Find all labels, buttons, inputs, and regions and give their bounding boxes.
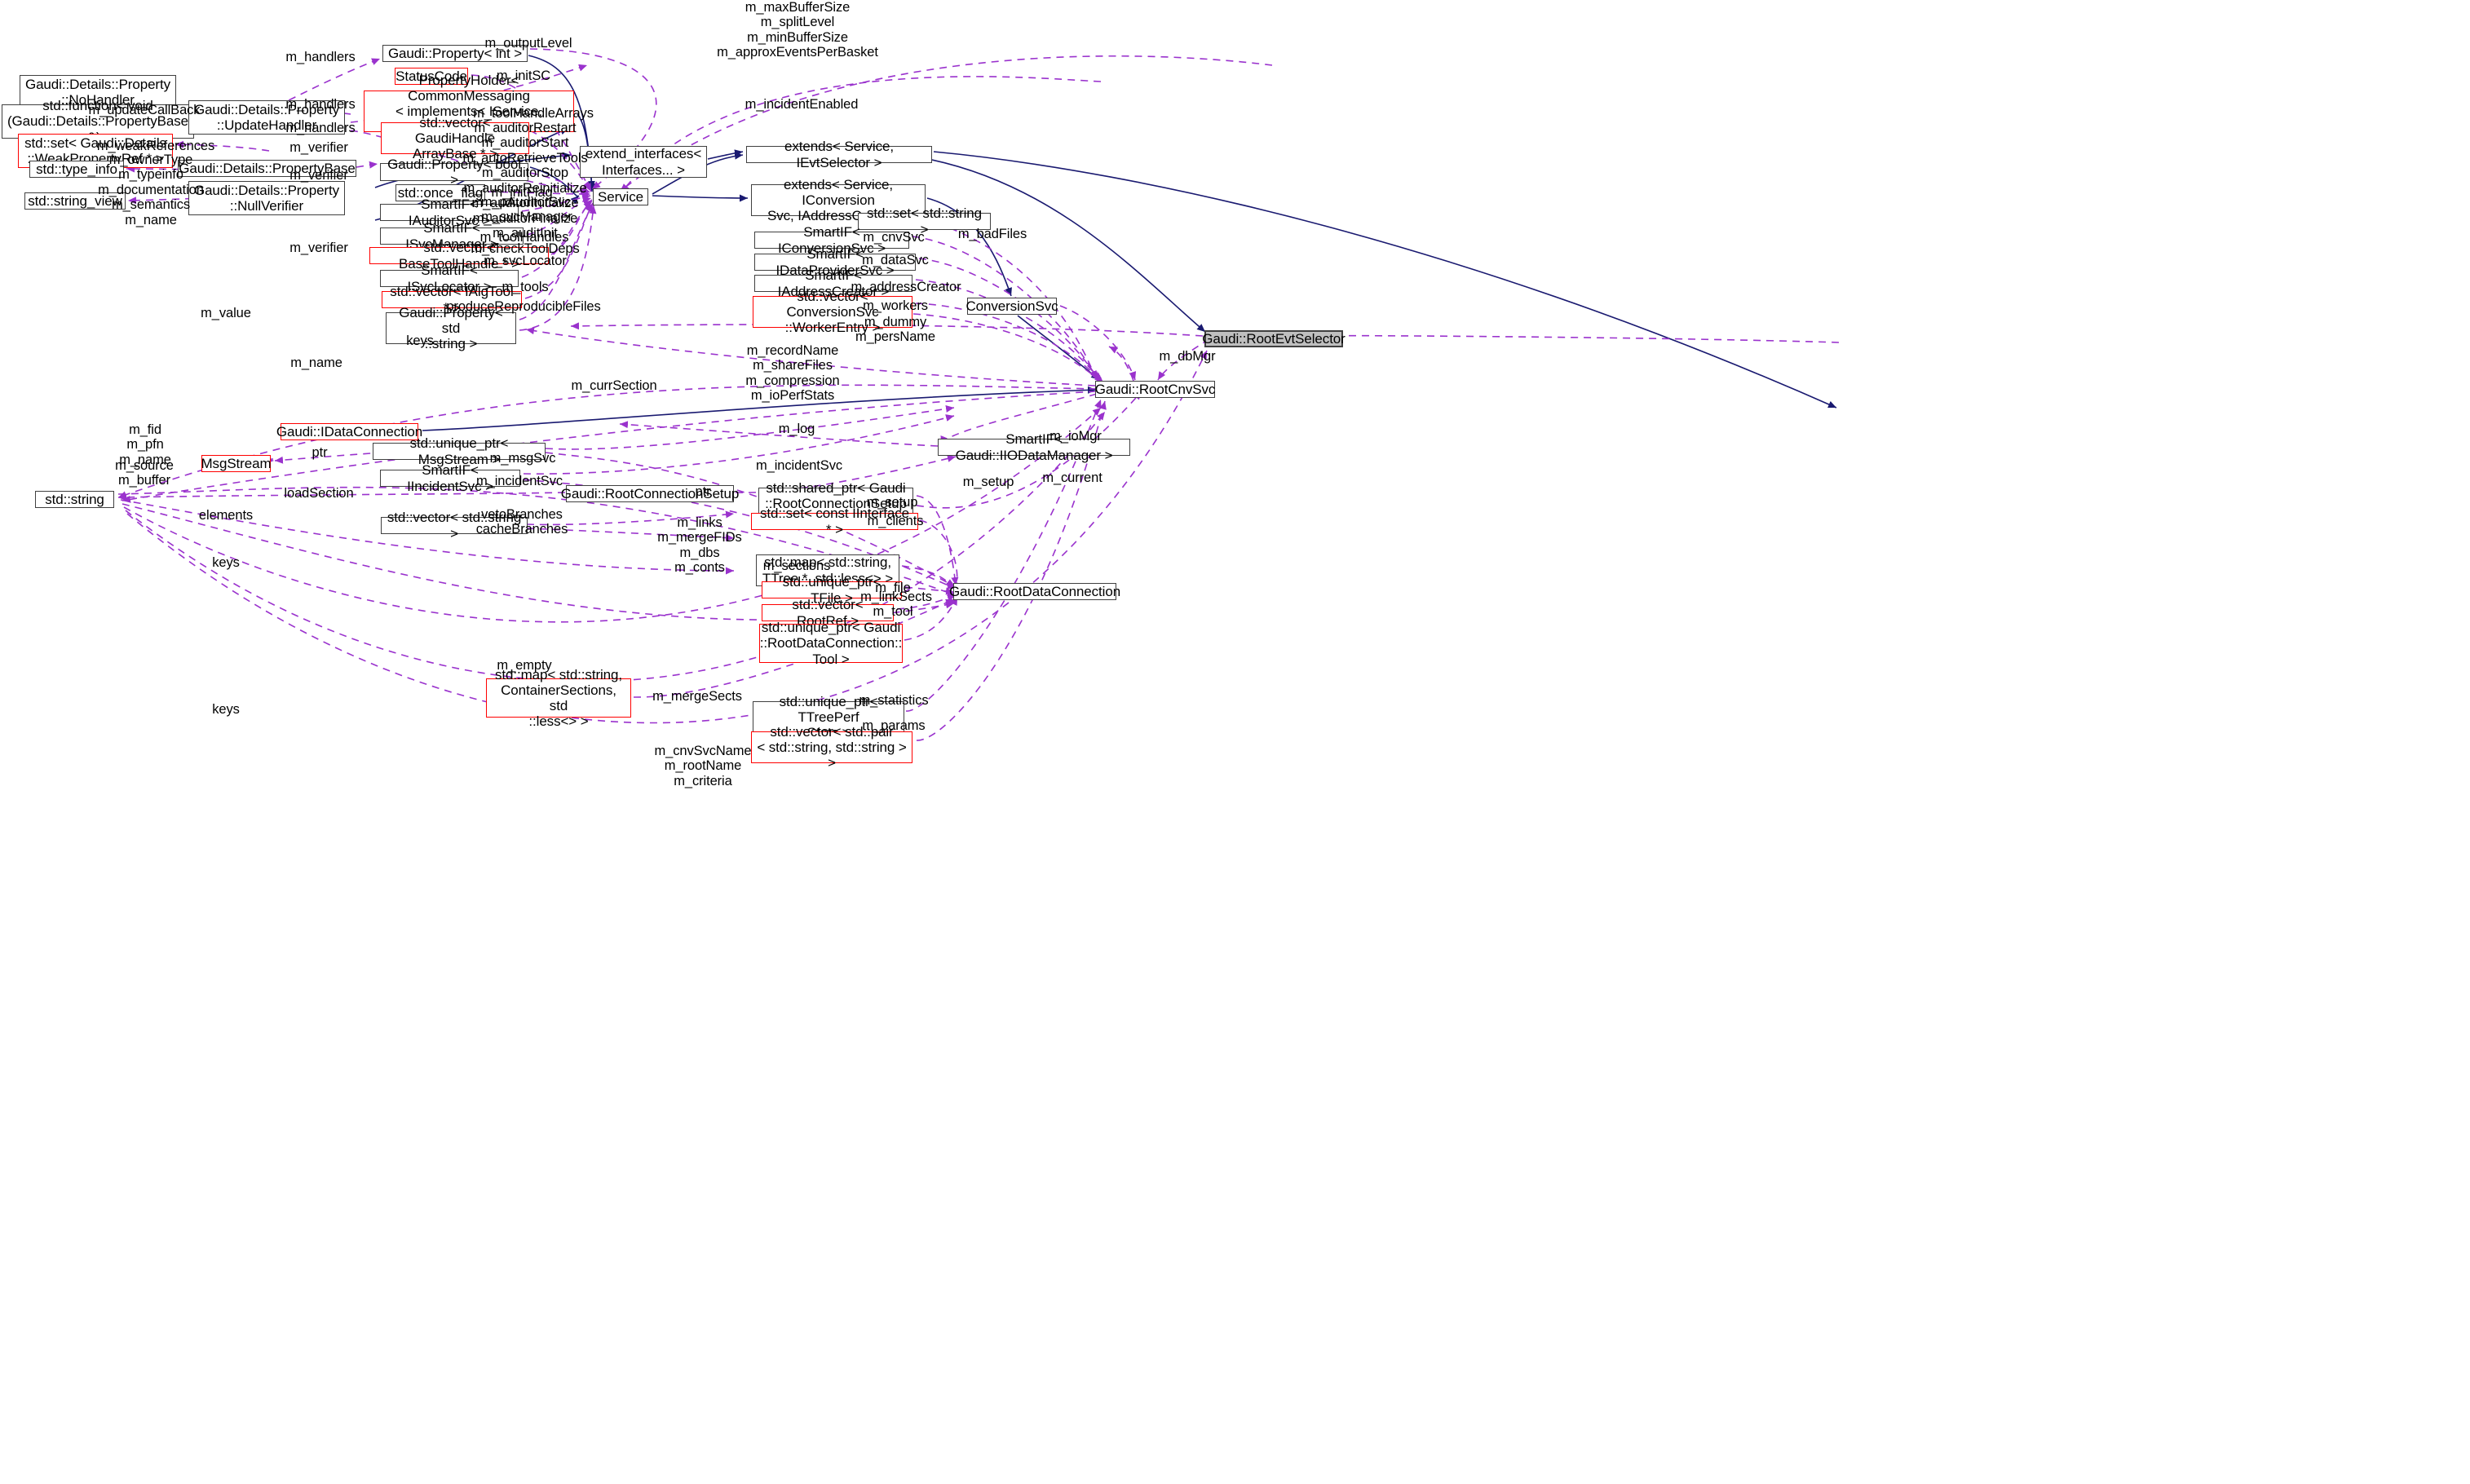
edge-label-sections: m_sections bbox=[762, 559, 831, 573]
edge-label-currsection: m_currSection bbox=[571, 378, 657, 393]
edge-label-addresscreator: m_addressCreator bbox=[851, 280, 961, 294]
edge-label-producerepro: produceReproducibleFiles bbox=[446, 299, 601, 314]
edge-label-msgsvc: m_msgSvc bbox=[489, 451, 556, 466]
class-node-vecialgtool[interactable]: std::vector< IAlgTool * > bbox=[382, 284, 522, 316]
edge-label-ownertype: m_ownerType m_typeinfo m_documentation m… bbox=[98, 152, 204, 227]
edge-label-auditorlist: m_auditorRestart m_auditorStart m_autoRe… bbox=[462, 121, 588, 256]
edge-label-dbmgr: m_dbMgr bbox=[1159, 349, 1216, 364]
edge-label-workers: m_workers bbox=[863, 298, 928, 313]
class-node-propint[interactable]: Gaudi::Property< int > bbox=[382, 45, 528, 62]
class-node-mapcontainer[interactable]: std::map< std::string, ContainerSections… bbox=[486, 667, 631, 729]
edge-label-elements: elements bbox=[198, 508, 254, 523]
edge-label-value: m_value bbox=[201, 306, 251, 320]
class-node-onceflag[interactable]: std::once_flag bbox=[395, 184, 485, 201]
class-node-statuscode[interactable]: StatusCode bbox=[395, 68, 468, 85]
edge-label-toolhandlearrays: m_toolHandleArrays bbox=[473, 106, 594, 121]
edge-label-setup1: m_setup bbox=[866, 495, 918, 510]
class-node-vecworkerentry[interactable]: std::vector< ConversionSvc ::WorkerEntry… bbox=[753, 289, 912, 335]
edge-label-log: m_log bbox=[778, 422, 815, 436]
edge-label-verifier2: m_verifier bbox=[289, 168, 348, 183]
class-node-service[interactable]: Service bbox=[593, 188, 648, 205]
edge-label-linksects: m_linkSects bbox=[860, 590, 932, 604]
edge-label-verifier1: m_verifier bbox=[289, 140, 348, 155]
edge-label-verifier3: m_verifier bbox=[289, 241, 348, 255]
edge-label-ptr1: ptr bbox=[312, 445, 328, 460]
edge-label-svcmanager: m_svcManager bbox=[481, 210, 572, 224]
class-node-nohandler[interactable]: Gaudi::Details::Property ::NoHandler bbox=[20, 75, 176, 109]
edge-label-mergesects: m_mergeSects bbox=[652, 689, 742, 704]
class-node-rootconnsetup[interactable]: Gaudi::RootConnectionSetup bbox=[560, 485, 740, 502]
class-node-uniqueptrtfile[interactable]: std::unique_ptr< TFile > bbox=[762, 574, 902, 606]
edge-label-fidpfn: m_fid m_pfn m_name bbox=[119, 422, 171, 467]
edge-label-loadsection: loadSection bbox=[284, 486, 354, 501]
edge-label-pauditorsvc: m_pAuditorSvc bbox=[480, 195, 572, 210]
edge-label-initflag: m_initFlag bbox=[491, 185, 553, 200]
class-node-setweakprop[interactable]: std::set< Gaudi::Details ::WeakPropertyR… bbox=[18, 134, 173, 168]
edge-label-keys1: keys bbox=[406, 333, 434, 348]
class-node-msgstream[interactable]: MsgStream bbox=[201, 455, 272, 472]
edge-label-initsc: m_initSC bbox=[496, 68, 551, 83]
edge-label-links: m_links m_mergeFIDs m_dbs m_conts bbox=[657, 515, 742, 576]
edge-label-empty: m_empty bbox=[497, 658, 552, 673]
class-node-vecpairstring[interactable]: std::vector< std::pair < std::string, st… bbox=[751, 724, 912, 771]
class-node-extendinterfaces[interactable]: extend_interfaces< Interfaces... > bbox=[580, 146, 707, 178]
edge-label-badfiles: m_badFiles bbox=[957, 227, 1027, 241]
class-node-stringview[interactable]: std::string_view bbox=[24, 192, 126, 210]
edge-label-tools: m_tools bbox=[502, 280, 549, 294]
edge-label-vetobranches: vetoBranches cacheBranches bbox=[475, 507, 568, 537]
edge-label-current: m_current bbox=[1042, 470, 1102, 485]
class-node-setstdstring[interactable]: std::set< std::string > bbox=[858, 205, 991, 237]
class-node-nullverifier[interactable]: Gaudi::Details::Property ::NullVerifier bbox=[188, 181, 345, 215]
edge-label-name: m_name bbox=[290, 356, 342, 370]
edge-label-datasvc: m_dataSvc bbox=[862, 253, 929, 267]
class-node-extendsevtsel[interactable]: extends< Service, IEvtSelector > bbox=[746, 139, 932, 170]
edge-label-file: m_file bbox=[875, 581, 911, 595]
edge-label-clients: m_clients bbox=[867, 514, 924, 528]
edge-label-incidentsvc2: m_incidentSvc bbox=[476, 474, 563, 488]
edge-label-weakreferences: m_weakReferences bbox=[96, 139, 215, 153]
edge-label-tool: m_tool bbox=[873, 604, 913, 619]
class-node-rootcnvsvc[interactable]: Gaudi::RootCnvSvc bbox=[1094, 381, 1216, 398]
edge-label-svclocator: m_svcLocator bbox=[484, 254, 567, 268]
class-node-stdstring[interactable]: std::string bbox=[35, 491, 114, 508]
class-node-smartifiodatamgr[interactable]: SmartIF< Gaudi::IIODataManager > bbox=[938, 431, 1130, 463]
edge-label-maxbuffer: m_maxBufferSize m_splitLevel m_minBuffer… bbox=[717, 0, 878, 60]
edge-label-statistics: m_statistics bbox=[859, 693, 929, 708]
edge-label-recordname: m_recordName m_shareFiles m_compression … bbox=[745, 343, 840, 404]
class-node-uniqueptrtool[interactable]: std::unique_ptr< Gaudi ::RootDataConnect… bbox=[759, 620, 903, 667]
edge-label-outputlevel: m_outputLevel bbox=[484, 36, 572, 51]
class-node-smartifincident[interactable]: SmartIF< IIncidentSvc > bbox=[380, 462, 520, 494]
edge-label-dummy: m_dummy m_persName bbox=[855, 315, 936, 345]
edge-label-handlers1: m_handlers bbox=[285, 50, 356, 64]
class-node-updatehandler[interactable]: Gaudi::Details::Property ::UpdateHandler bbox=[188, 100, 345, 135]
class-node-idataconnection[interactable]: Gaudi::IDataConnection bbox=[276, 423, 423, 440]
edge-label-iomgr: m_ioMgr bbox=[1049, 429, 1102, 444]
class-node-extendsconv[interactable]: extends< Service, IConversion Svc, IAddr… bbox=[751, 177, 926, 223]
edge-label-cnvsvcname: m_cnvSvcName m_rootName m_criteria bbox=[654, 744, 752, 788]
edge-label-toolhandles: m_toolHandles bbox=[479, 230, 569, 245]
edge-label-params: m_params bbox=[862, 718, 926, 733]
class-node-uniqueptrmsg[interactable]: std::unique_ptr< MsgStream > bbox=[373, 435, 546, 467]
class-node-propertybase[interactable]: Gaudi::Details::PropertyBase bbox=[178, 160, 356, 177]
edge-label-sourcebuffer: m_source m_buffer bbox=[115, 458, 174, 488]
class-node-rootdataconn[interactable]: Gaudi::RootDataConnection bbox=[948, 583, 1121, 600]
edge-label-incidentenabled: m_incidentEnabled bbox=[745, 97, 859, 112]
class-node-vecstdstring[interactable]: std::vector< std::string > bbox=[381, 510, 528, 541]
class-node-conversionsvc[interactable]: ConversionSvc bbox=[965, 298, 1058, 315]
edge-label-keys2: keys bbox=[212, 555, 240, 570]
edge-label-handlers3: m_handlers bbox=[285, 121, 356, 135]
class-node-vecgaudihandle[interactable]: std::vector< GaudiHandle ArrayBase * > bbox=[381, 115, 529, 161]
edge-label-ptr2: ptr bbox=[695, 484, 711, 499]
edge-label-handlers2: m_handlers bbox=[285, 97, 356, 112]
edge-label-incidentsvc1: m_incidentSvc bbox=[756, 458, 842, 473]
class-node-typeinfo[interactable]: std::type_info bbox=[29, 161, 124, 178]
class-node-propstring[interactable]: Gaudi::Property< std ::string > bbox=[386, 305, 516, 351]
edge-label-setup2: m_setup bbox=[962, 475, 1014, 489]
edge-label-cnvsvc: m_cnvSvc bbox=[863, 230, 925, 245]
edge-label-updatecallback: m_updateCallBack bbox=[88, 103, 201, 117]
class-node-rootevtselector[interactable]: Gaudi::RootEvtSelector bbox=[1202, 330, 1345, 347]
edge-label-keys3: keys bbox=[212, 702, 240, 717]
